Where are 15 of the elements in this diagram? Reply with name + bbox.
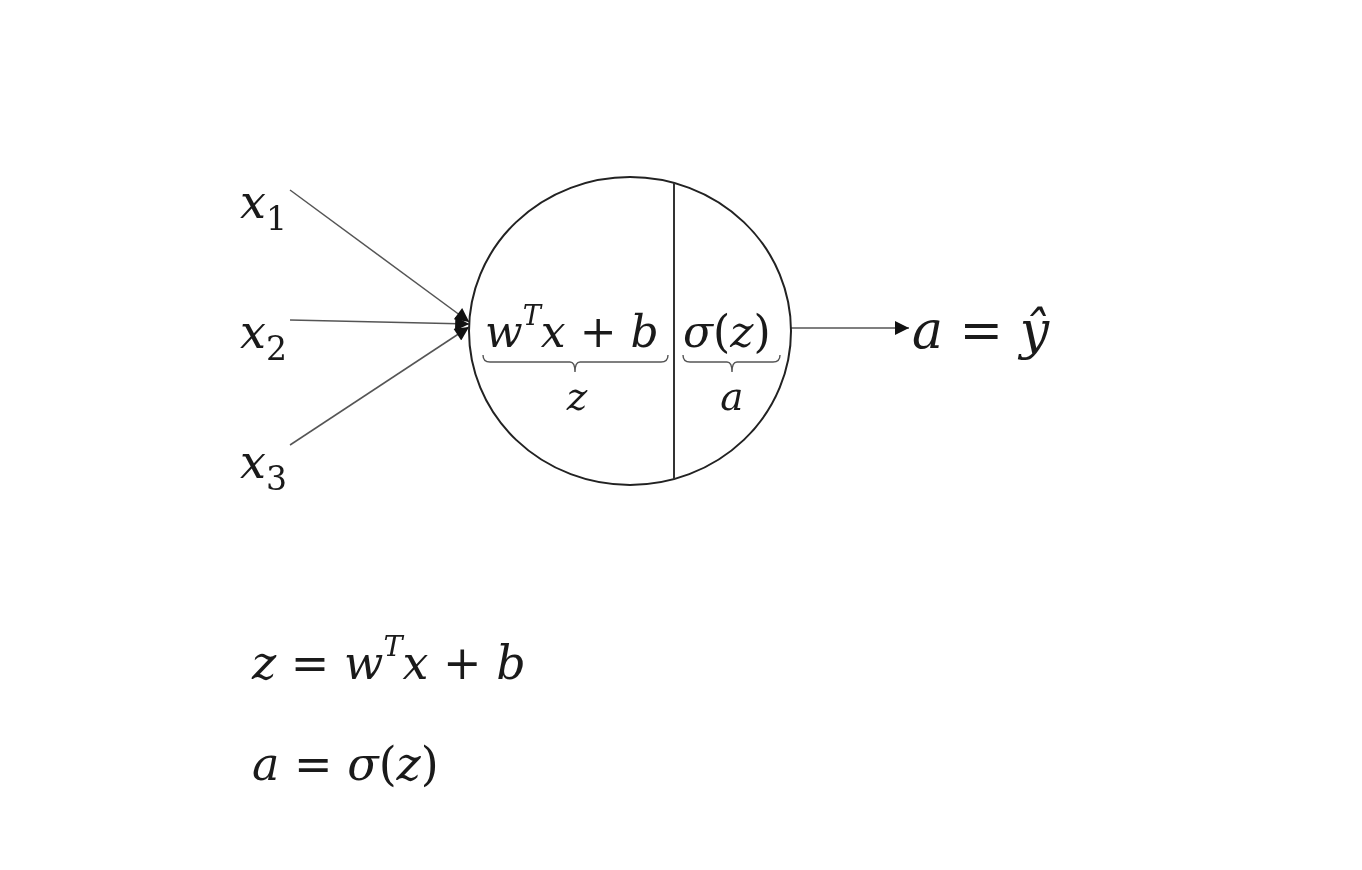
neuron-circle [468,176,792,486]
equation-text: a = σ(z) [252,738,439,791]
weighted-sum-formula: w$^{T}$x + b [485,300,659,354]
arrow [289,189,471,323]
arrow [790,321,910,335]
input-variable-label: x$_{1}$ [240,176,288,229]
variable-label: a [720,375,744,420]
equation-text: z = w$^{T}$x + b [252,637,526,690]
input-variable-label: x$_{2}$ [240,306,288,359]
input-variable-label: x$_{3}$ [240,436,288,489]
arrow [289,316,470,331]
output-formula: a = ŷ [912,301,1050,361]
variable-label: z [566,375,588,420]
sigmoid-formula: σ(z) [683,305,771,354]
arrow [289,326,470,446]
